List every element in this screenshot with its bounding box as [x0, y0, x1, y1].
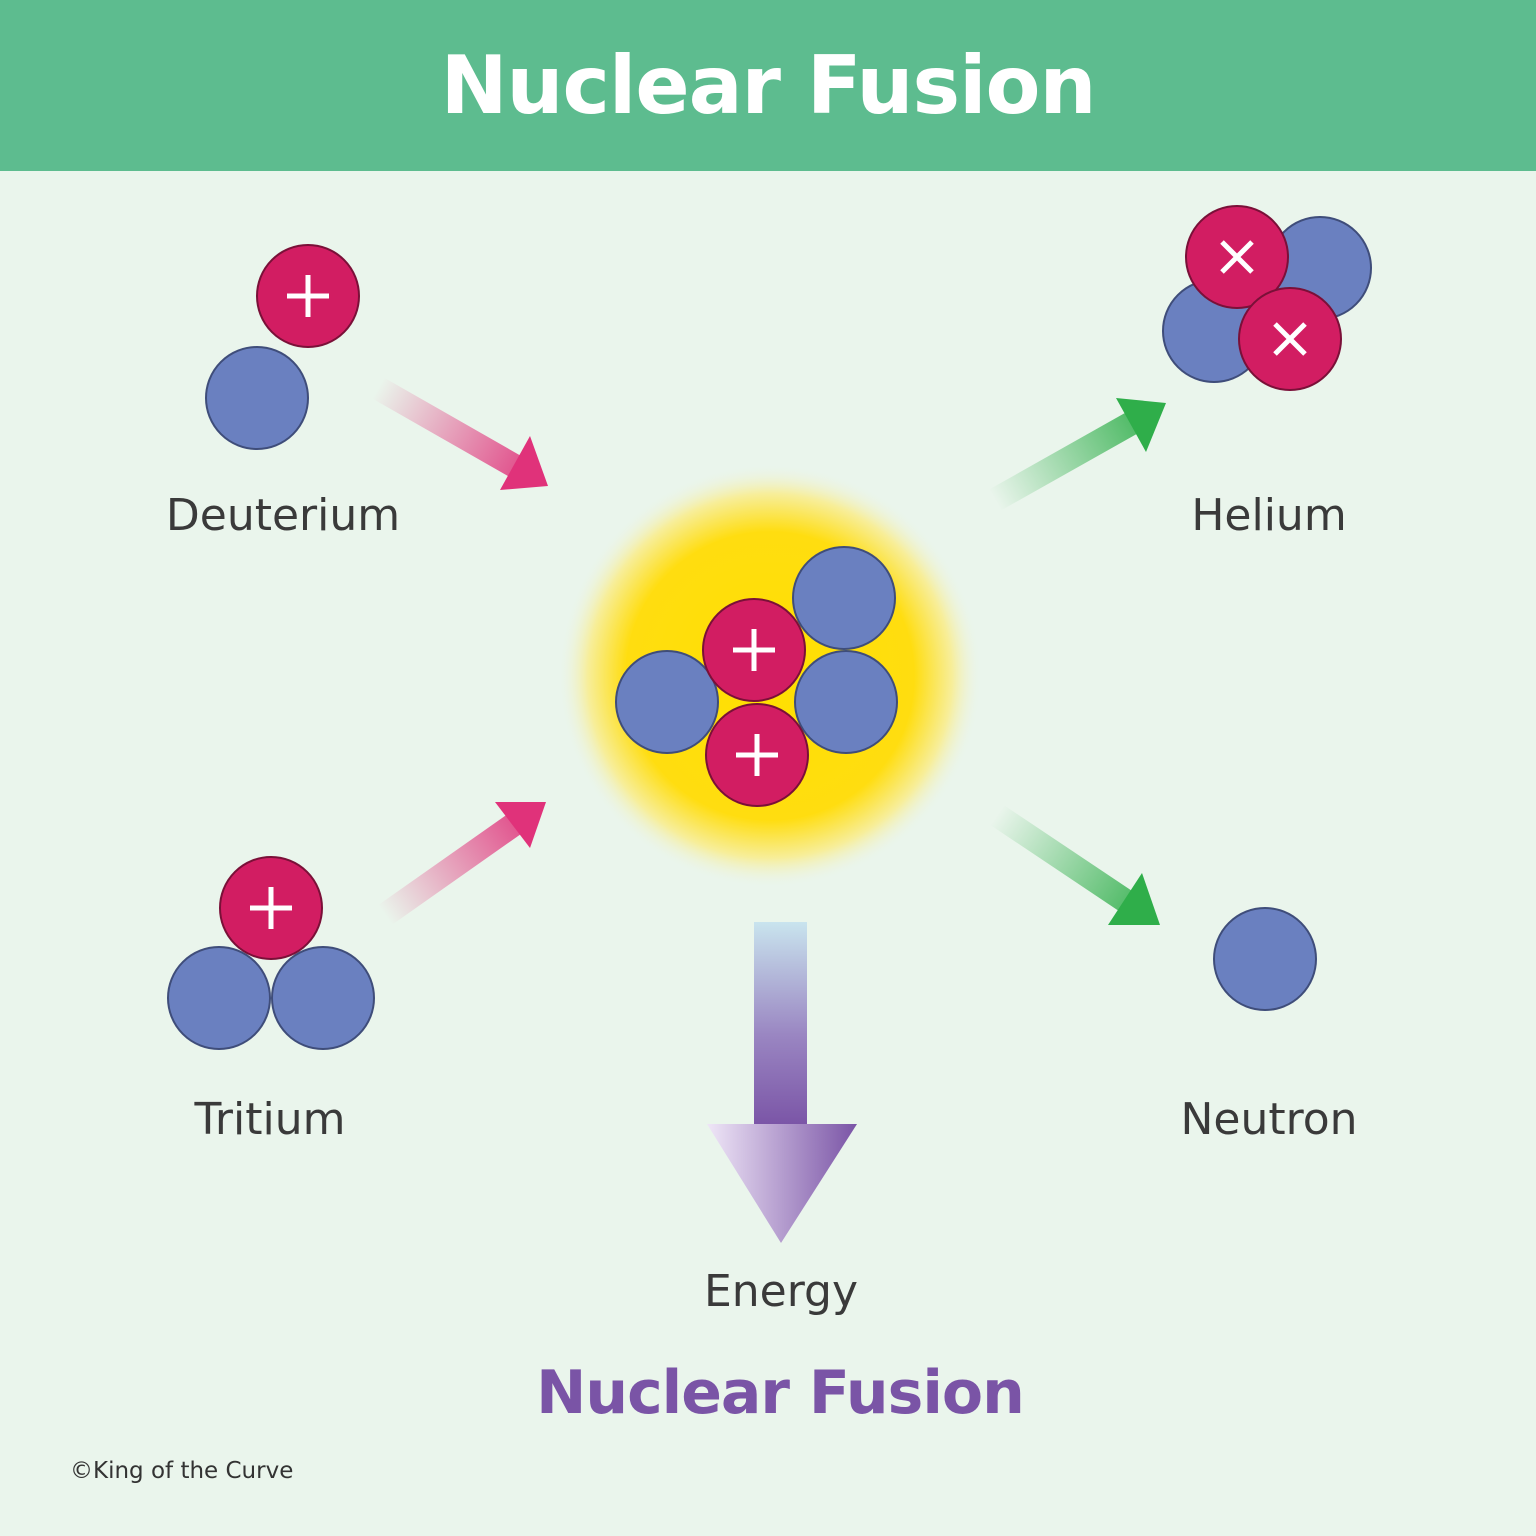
- plus-icon: [1220, 240, 1254, 274]
- proton-particle: [705, 703, 809, 807]
- plus-icon: [733, 629, 775, 671]
- page-title: Nuclear Fusion: [440, 39, 1097, 132]
- energy-arrow: [707, 922, 857, 1243]
- diagram-caption: Nuclear Fusion: [536, 1358, 1025, 1428]
- plus-icon: [287, 275, 329, 317]
- neutron-particle: [792, 546, 896, 650]
- helium-label: Helium: [1191, 490, 1347, 541]
- deuterium-label: Deuterium: [165, 490, 401, 541]
- plus-icon: [1273, 322, 1307, 356]
- plus-icon: [736, 734, 778, 776]
- tritium-nucleus: [167, 856, 375, 1050]
- fusion-core-nucleus: [615, 546, 898, 807]
- helium-arrow: [989, 398, 1166, 511]
- deuterium-nucleus: [205, 244, 360, 450]
- tritium-arrow: [378, 802, 546, 925]
- copyright-notice: ©King of the Curve: [70, 1458, 294, 1484]
- neutron-particle: [794, 650, 898, 754]
- proton-particle: [219, 856, 323, 960]
- proton-particle: [1238, 287, 1342, 391]
- neutron-particle: [615, 650, 719, 754]
- helium-nucleus: [1162, 205, 1372, 391]
- proton-particle: [256, 244, 360, 348]
- header-banner: Nuclear Fusion: [0, 0, 1536, 171]
- neutron-particle: [167, 946, 271, 1050]
- free-neutron-particle: [1213, 907, 1317, 1011]
- proton-particle: [1185, 205, 1289, 309]
- tritium-label: Tritium: [194, 1094, 346, 1145]
- neutron-label: Neutron: [1180, 1094, 1358, 1145]
- neutron-particle: [271, 946, 375, 1050]
- deuterium-arrow: [372, 377, 548, 490]
- energy-label: Energy: [703, 1266, 859, 1317]
- proton-particle: [702, 598, 806, 702]
- plus-icon: [250, 887, 292, 929]
- neutron-particle: [205, 346, 309, 450]
- neutron-arrow: [990, 805, 1160, 925]
